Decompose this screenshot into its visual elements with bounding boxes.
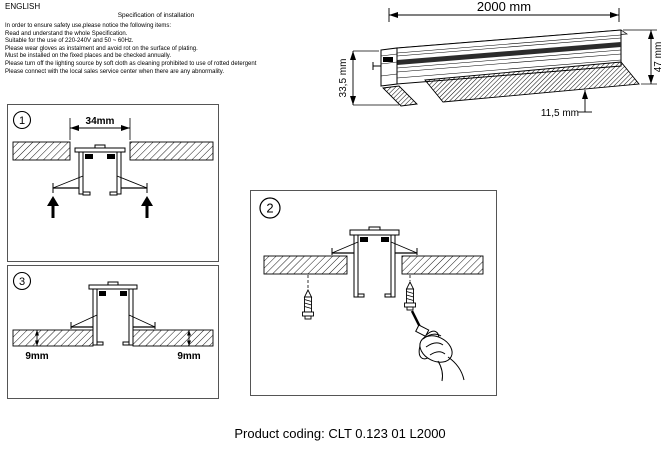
instruction-line: Suitable for the use of 220-240V and 50 …	[5, 38, 134, 45]
product-coding-label: Product coding:	[234, 426, 325, 441]
instruction-line: Please wear gloves as instalment and avo…	[5, 45, 198, 52]
product-code: CLT 0.123 01 L2000	[328, 426, 446, 441]
spec-title: Specification of installation	[117, 12, 195, 19]
serrated-flange-end	[382, 85, 418, 107]
overall-height-dimension: 47 mm	[623, 29, 664, 85]
instruction-line: Read and understand the whole Specificat…	[5, 30, 128, 37]
step3-number-badge: 3	[12, 271, 32, 291]
length-dimension: 2000 mm	[388, 0, 620, 22]
instruction-line: Must be installed on the fixed places an…	[5, 53, 171, 60]
cutout-width-dimension: 34mm	[69, 116, 131, 140]
end-cap	[380, 47, 398, 87]
screw-icon	[302, 288, 314, 320]
product-coding: Product coding: CLT 0.123 01 L2000	[150, 426, 530, 441]
ceiling-panels	[12, 329, 214, 347]
overall-height-label: 47 mm	[653, 42, 664, 73]
end-cap-conductor-block	[383, 57, 393, 62]
instruction-list: In order to ensure safety use,please not…	[5, 23, 256, 76]
step2-diagram: 2	[250, 190, 497, 396]
svg-text:2: 2	[266, 201, 273, 216]
track-rail-body	[372, 29, 640, 107]
push-up-arrow-icon	[47, 196, 59, 218]
svg-text:1: 1	[19, 115, 25, 127]
instruction-line: Please connect with the local sales serv…	[5, 68, 225, 75]
track-profile-cross-section	[52, 144, 148, 196]
step3-diagram: 3 9mm 9mm	[7, 265, 219, 399]
ceiling-panels	[263, 255, 484, 275]
conductor-strip	[397, 42, 621, 65]
step2-number-badge: 2	[259, 197, 281, 219]
instruction-line: Please turn off the lighting source by s…	[5, 60, 257, 67]
recess-height-label: 33,5 mm	[338, 59, 349, 98]
track-profile-cross-section	[70, 281, 156, 346]
screw-icon	[404, 280, 416, 311]
panel-thickness-left-label: 9mm	[25, 351, 48, 362]
panel-thickness-dimension-left: 9mm	[25, 330, 49, 362]
profile-3d-drawing: 2000 mm 33,5 mm	[338, 0, 664, 119]
flange-offset-label: 11,5 mm	[541, 108, 579, 119]
svg-text:3: 3	[19, 276, 25, 288]
ceiling-panels	[12, 141, 214, 161]
serrated-flange	[424, 61, 640, 103]
panel-thickness-right-label: 9mm	[177, 351, 200, 362]
recess-height-dimension: 33,5 mm	[338, 50, 399, 106]
length-dimension-label: 2000 mm	[477, 0, 531, 14]
panel-thickness-dimension-right: 9mm	[177, 330, 201, 362]
push-up-arrow-icon	[141, 196, 153, 218]
instruction-line: In order to ensure safety use,please not…	[5, 23, 172, 29]
language-label: ENGLISH	[5, 2, 41, 11]
cutout-width-label: 34mm	[86, 116, 115, 127]
flange-offset-dimension: 11,5 mm	[541, 90, 592, 119]
track-profile-cross-section	[331, 226, 418, 298]
step1-number-badge: 1	[12, 110, 32, 130]
step1-diagram: 1 34mm	[7, 104, 219, 262]
hand-screwdriver-icon	[410, 310, 465, 382]
